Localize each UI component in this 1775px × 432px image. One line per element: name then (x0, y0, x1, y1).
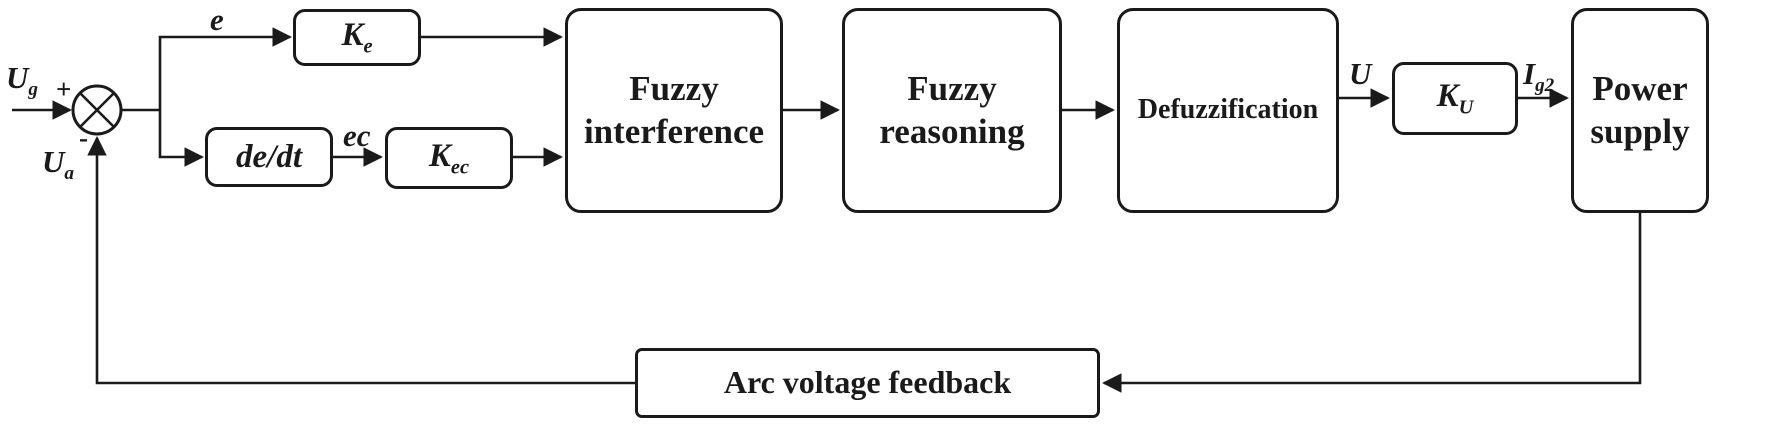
block-defuzzification: Defuzzification (1117, 8, 1339, 213)
block-ke-label: Ke (341, 17, 373, 58)
block-kec-label: Kec (428, 137, 470, 179)
signal-label-e: e (210, 2, 224, 37)
block-defuzzification-label: Defuzzification (1137, 94, 1319, 126)
block-ku-label: KU (1436, 78, 1474, 119)
block-arc-voltage-feedback: Arc voltage feedback (635, 348, 1100, 418)
signal-label-u: U (1349, 56, 1372, 91)
block-power-supply: Power supply (1571, 8, 1709, 213)
block-ke: Ke (293, 9, 421, 66)
block-fuzzy-interference-label: Fuzzy interference (583, 68, 765, 151)
plus-sign: + (56, 74, 72, 104)
block-ku: KU (1392, 62, 1518, 135)
block-fuzzy-reasoning: Fuzzy reasoning (842, 8, 1062, 213)
minus-sign: - (79, 123, 88, 153)
wire-dedt-branch (158, 110, 204, 167)
summing-junction (71, 84, 123, 136)
block-dedt-label: de/dt (236, 138, 302, 175)
signal-label-ig2: Ig2 (1523, 56, 1555, 97)
signal-label-ug: Ug (6, 60, 38, 101)
block-fuzzy-reasoning-label: Fuzzy reasoning (879, 68, 1025, 151)
block-kec: Kec (385, 127, 513, 189)
wire-power-to-feedback (1102, 213, 1642, 393)
block-arc-voltage-feedback-label: Arc voltage feedback (723, 364, 1012, 401)
block-fuzzy-interference: Fuzzy interference (565, 8, 783, 213)
block-dedt: de/dt (205, 127, 333, 187)
signal-label-ec: ec (343, 118, 371, 153)
wire-e-branch (158, 27, 292, 110)
wire-feedback-to-sum (87, 136, 635, 385)
signal-label-ua: Ua (42, 144, 74, 185)
block-power-supply-label: Power supply (1590, 68, 1690, 151)
